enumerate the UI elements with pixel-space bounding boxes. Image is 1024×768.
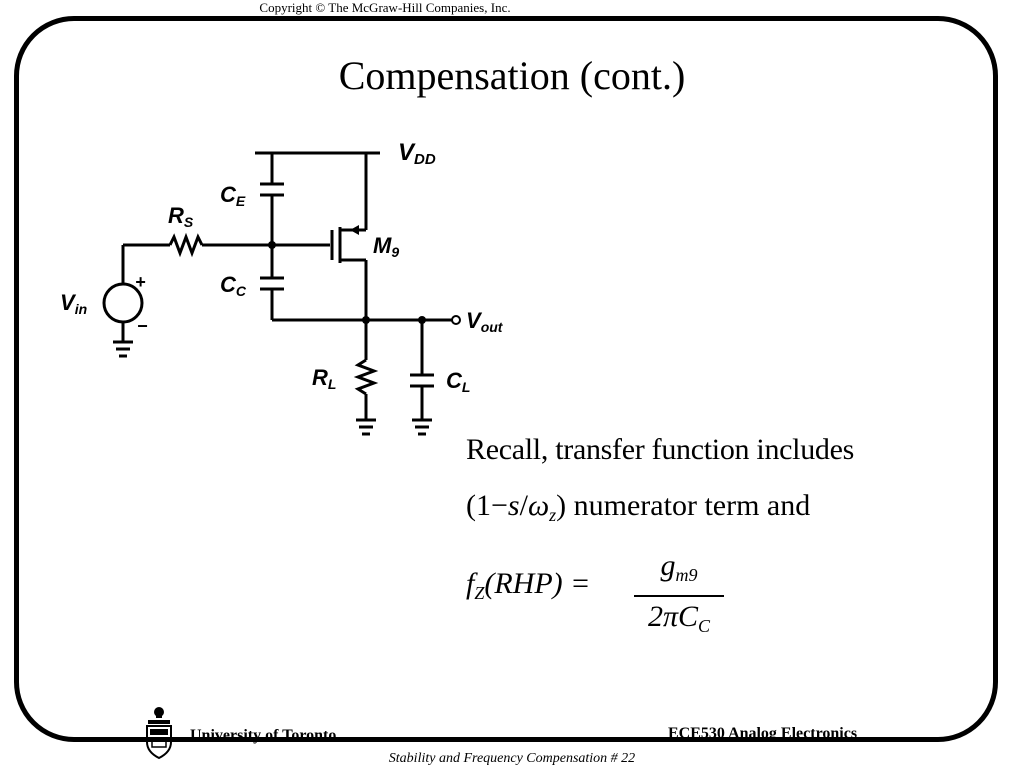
vdd-label: VDD <box>398 139 436 168</box>
footer-subtitle: Stability and Frequency Compensation # 2… <box>388 751 636 766</box>
fraction-denominator: 2πCC <box>634 599 724 644</box>
footer-university: University of Toronto <box>190 727 337 744</box>
slide-frame <box>14 16 998 742</box>
paren-close: ) <box>556 489 567 522</box>
m9-label: M9 <box>373 233 399 260</box>
var-f: f <box>466 567 475 600</box>
cl-label: CL <box>446 368 470 395</box>
vout-label: Vout <box>466 308 504 335</box>
var-g: g <box>660 549 676 582</box>
paren-open: (1 <box>466 489 491 522</box>
recall-text: Recall, transfer function includes <box>466 433 854 466</box>
minus-sign: − <box>137 316 148 336</box>
rhp-zero-formula: fZ(RHP) = gm9 2πCC <box>466 548 736 644</box>
minus-sign: − <box>491 489 508 522</box>
fraction-numerator: gm9 <box>634 548 724 593</box>
fraction: gm9 2πCC <box>634 548 724 644</box>
var-g-sub: m9 <box>675 565 698 585</box>
fraction-bar <box>634 595 724 597</box>
den-sub: C <box>698 616 711 636</box>
university-crest-icon <box>146 707 172 760</box>
rl-label: RL <box>312 365 336 392</box>
var-s: s <box>507 489 520 522</box>
den-main: 2πC <box>647 600 699 633</box>
var-z: z <box>549 505 557 525</box>
var-f-sub: Z <box>474 583 485 603</box>
formula-lhs: fZ(RHP) = <box>466 566 590 611</box>
rs-label: RS <box>168 203 194 230</box>
var-omega: ω <box>527 489 550 522</box>
circuit-schematic: VDD CE RS M9 CC Vin + − Vout RL CL <box>60 139 504 436</box>
slash: / <box>519 489 528 522</box>
cc-label: CC <box>220 272 247 299</box>
slide-title: Compensation (cont.) <box>338 53 686 98</box>
plus-sign: + <box>135 272 146 292</box>
numerator-tail: numerator term and <box>566 489 811 522</box>
copyright-notice: Copyright © The McGraw-Hill Companies, I… <box>259 0 511 15</box>
footer-course: ECE530 Analog Electronics <box>668 725 858 742</box>
ce-label: CE <box>220 182 246 209</box>
formula-arg: (RHP) = <box>484 567 591 600</box>
numerator-term-text: (1−s/ωz) numerator term and <box>466 488 810 533</box>
vin-label: Vin <box>60 290 87 317</box>
